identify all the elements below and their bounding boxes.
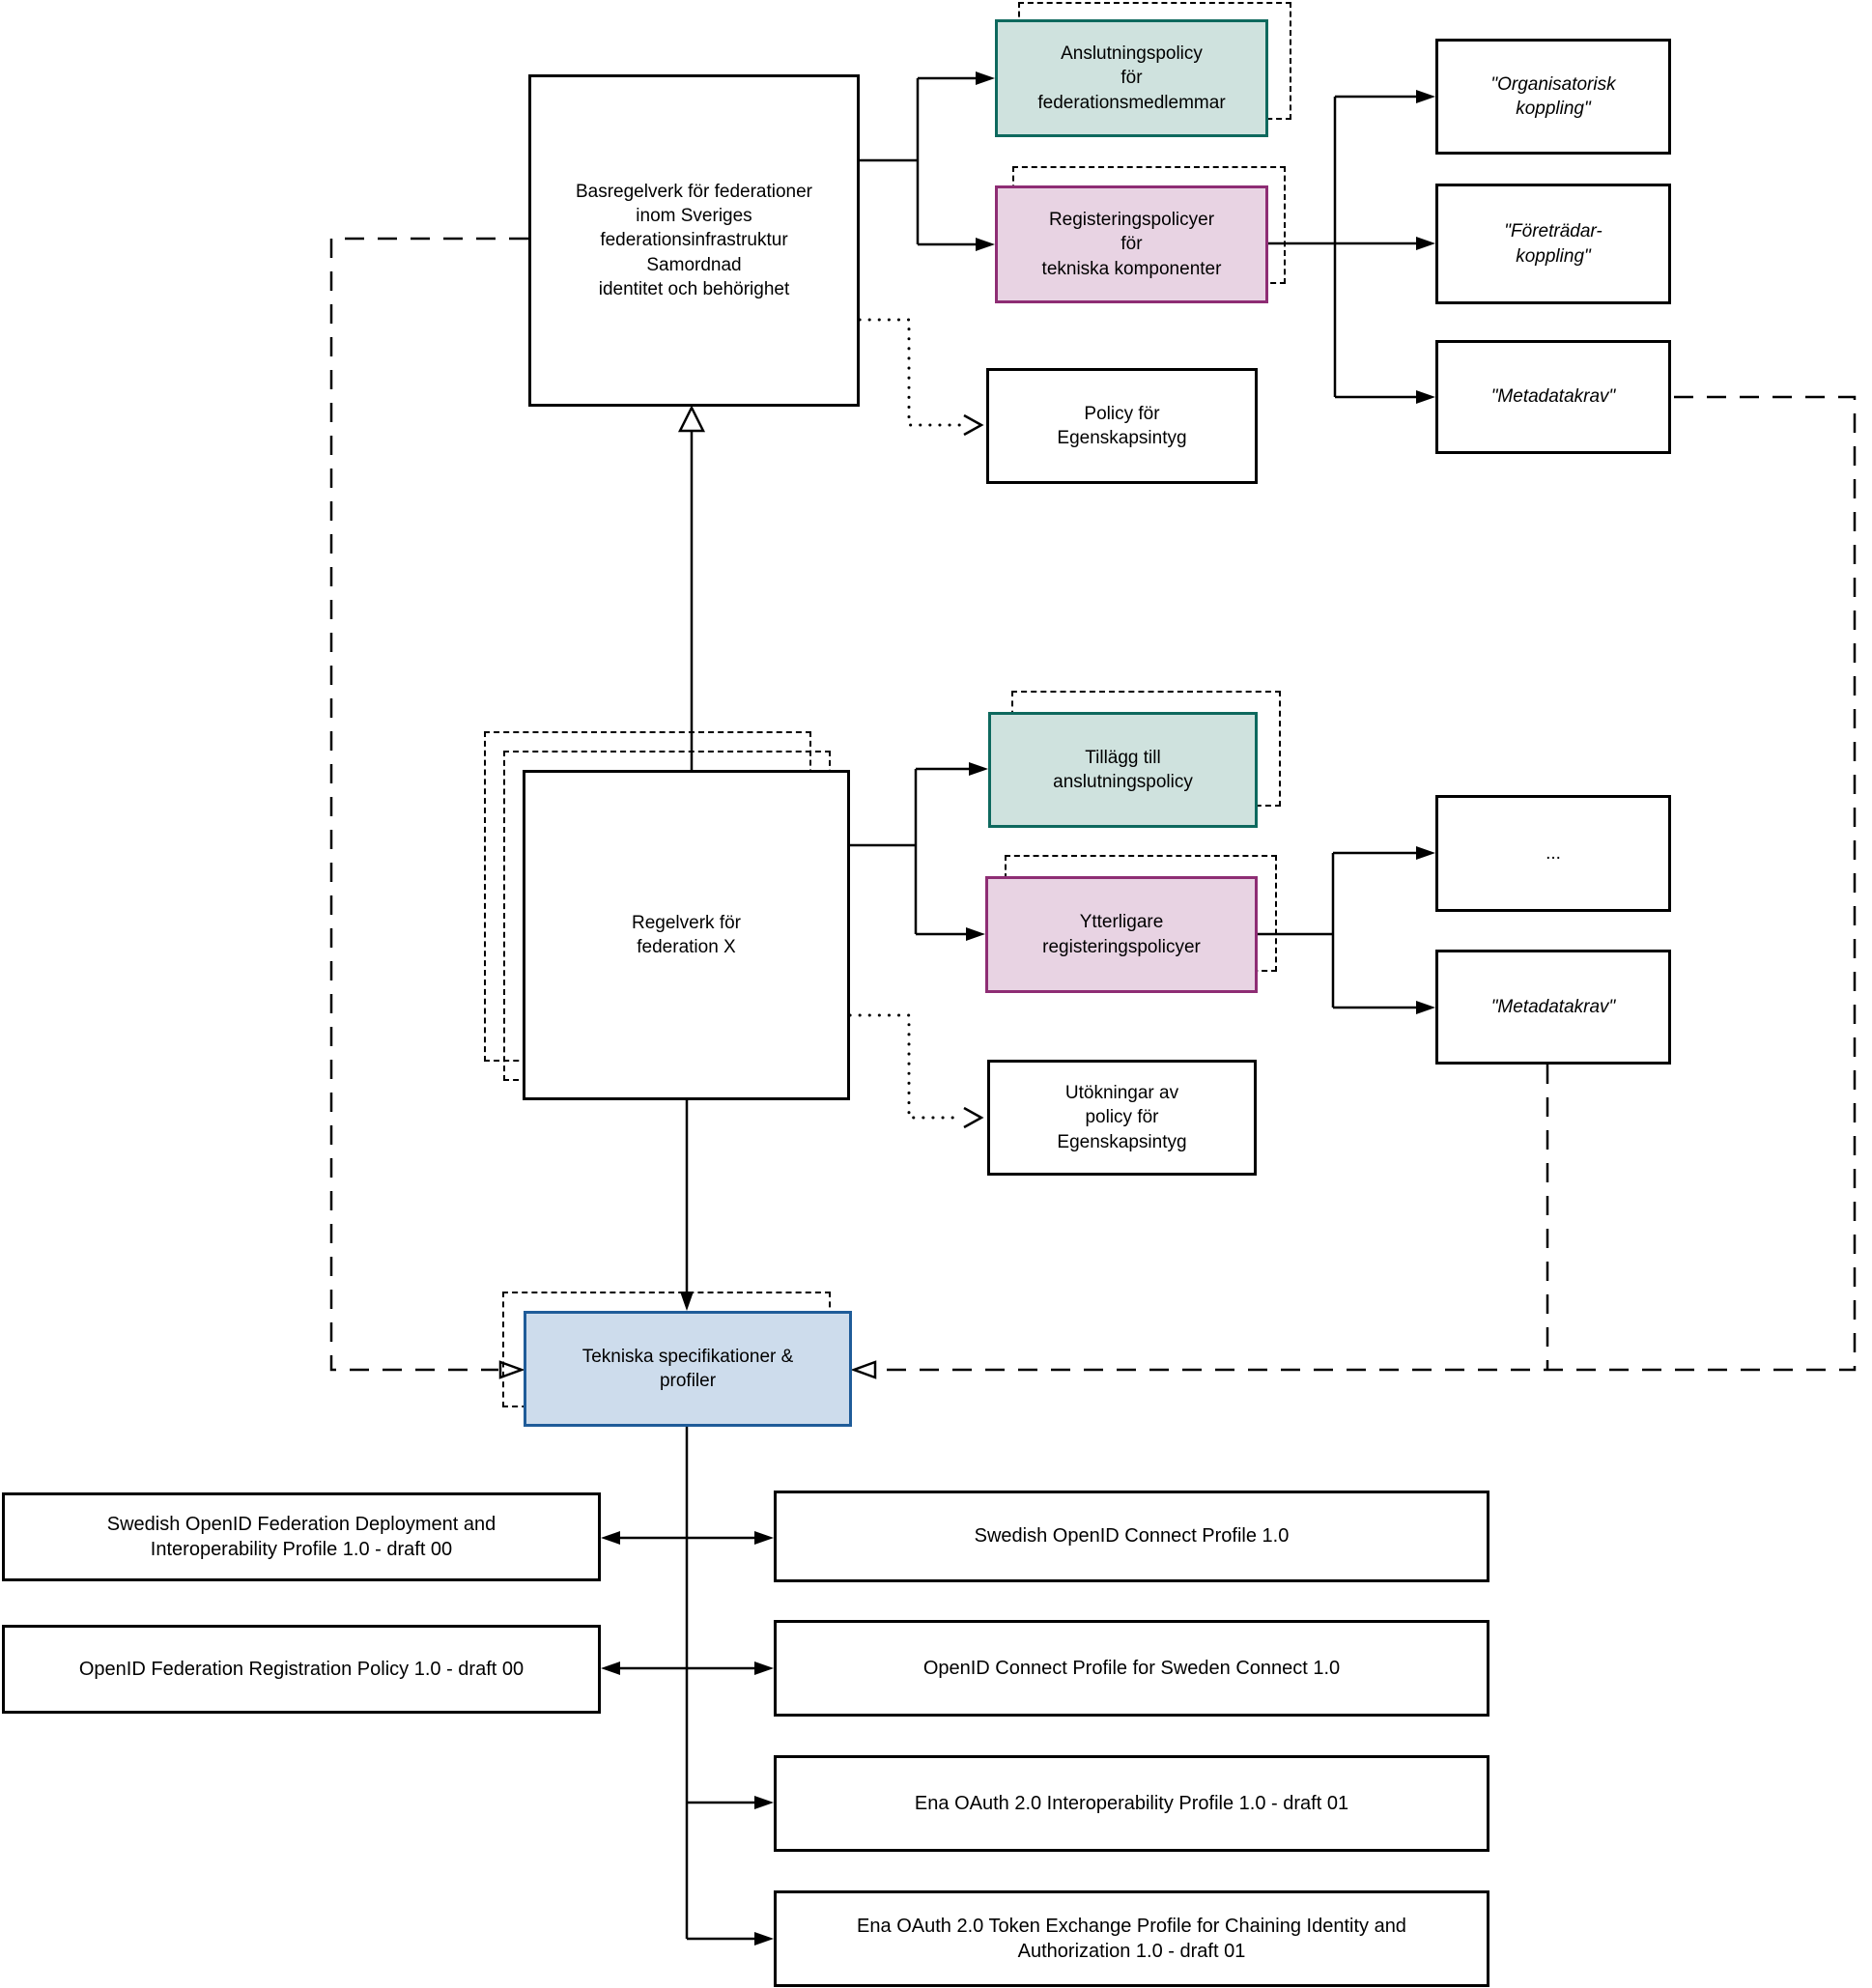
base-regulation-box: Basregelverk för federationer inom Sveri… [528,74,860,407]
profile-box-registration-policy: OpenID Federation Registration Policy 1.… [2,1625,601,1714]
open-triangle-arrowhead-icon [498,1360,525,1379]
connector-registration-to-links [1268,95,1419,399]
connector-dashed-left [329,237,528,1372]
chevron-arrowhead-icon [963,413,984,437]
chevron-arrowhead-icon [963,1106,984,1129]
organisational-link-box: "Organisatorisk koppling" [1435,39,1671,155]
connector-federationx-to-policies [850,767,972,936]
profile-box-ena-oauth-token-exchange: Ena OAuth 2.0 Token Exchange Profile for… [774,1890,1489,1987]
ellipsis-box: ... [1435,795,1671,912]
metadata-requirements-box: "Metadatakrav" [1435,340,1671,454]
connector-dashed-right [877,395,1857,1372]
connection-policy-box: Anslutningspolicy för federationsmedlemm… [995,19,1268,137]
connector-dotted-attribute-extensions [848,1013,964,1120]
arrowhead-icon [680,1292,694,1311]
connector-dotted-attribute-policy [858,318,964,427]
arrowhead-icon [969,762,988,776]
arrowhead-icon [1416,237,1435,250]
connector-additional-to-links [1258,851,1419,1009]
connection-policy-addition-box: Tillägg till anslutningspolicy [988,712,1258,828]
attribute-policy-box: Policy för Egenskapsintyg [986,368,1258,484]
arrowhead-icon [976,238,995,251]
arrowhead-icon [1416,1001,1435,1014]
metadata-requirements-2-box: "Metadatakrav" [1435,950,1671,1065]
arrowhead-icon [601,1531,620,1545]
open-triangle-arrowhead-icon [850,1360,877,1379]
registration-policies-box: Registeringspolicyer för tekniska kompon… [995,185,1268,303]
arrowhead-icon [966,927,985,941]
arrowhead-icon [754,1796,774,1809]
representative-link-box: "Företrädar- koppling" [1435,184,1671,304]
attribute-policy-extensions-box: Utökningar av policy för Egenskapsintyg [987,1060,1257,1176]
profile-box-oidc-sweden-connect: OpenID Connect Profile for Sweden Connec… [774,1620,1489,1717]
arrowhead-icon [1416,846,1435,860]
connector-techspecs-trunk [685,1427,757,1941]
arrowhead-icon [754,1531,774,1545]
arrowhead-icon [601,1661,620,1675]
profile-box-deployment-interop: Swedish OpenID Federation Deployment and… [2,1492,601,1581]
tech-specs-box: Tekniska specifikationer & profiler [524,1311,852,1427]
arrowhead-icon [754,1932,774,1945]
arrowhead-icon [976,71,995,85]
profile-box-swedish-oidc: Swedish OpenID Connect Profile 1.0 [774,1491,1489,1582]
additional-registration-policies-box: Ytterligare registeringspolicyer [985,876,1258,993]
arrowhead-icon [1416,90,1435,103]
open-triangle-arrowhead-icon [677,405,706,433]
connector-base-to-policies [860,76,979,246]
arrowhead-icon [1416,390,1435,404]
federation-x-regulation-box: Regelverk för federation X [523,770,850,1100]
profile-box-ena-oauth-interop: Ena OAuth 2.0 Interoperability Profile 1… [774,1755,1489,1852]
arrowhead-icon [754,1661,774,1675]
